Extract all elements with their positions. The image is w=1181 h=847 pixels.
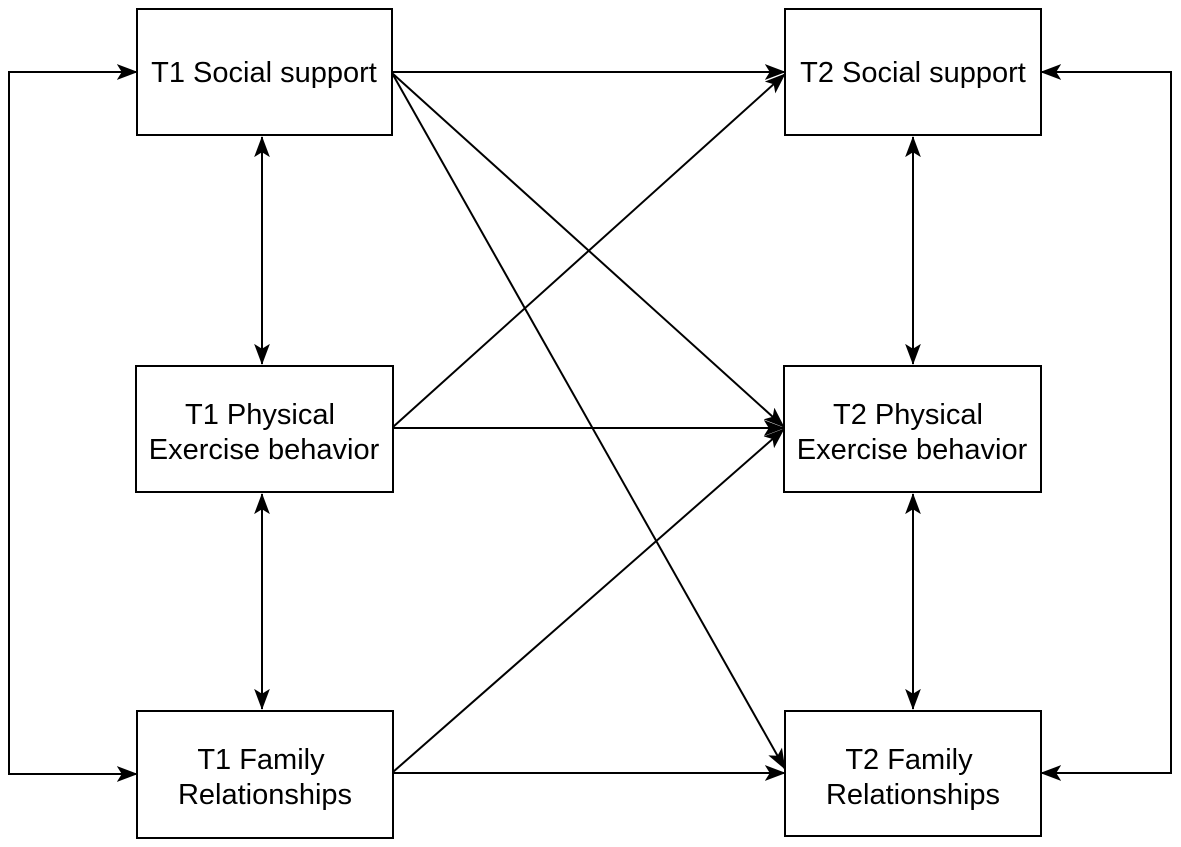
node-t1-physical-exercise: T1 Physical Exercise behavior — [135, 365, 394, 493]
node-t1-family-relationships: T1 Family Relationships — [136, 710, 394, 839]
edge-t1-social-to-t2-physical — [391, 72, 785, 428]
edge-t1-physical-to-t2-social — [392, 73, 786, 428]
node-box — [136, 8, 393, 136]
node-box — [784, 8, 1042, 136]
node-t1-social-support: T1 Social support — [136, 8, 393, 136]
node-label: T2 Social support — [800, 57, 1026, 89]
node-box — [136, 710, 394, 839]
node-box — [784, 710, 1042, 837]
node-label: T2 Family Relationships — [826, 744, 1000, 811]
node-label: T1 Physical Exercise behavior — [149, 399, 380, 466]
edge-corr-t1-social-t1-family-outer-left — [8, 64, 138, 782]
node-box — [783, 365, 1042, 493]
node-t2-social-support: T2 Social support — [784, 8, 1042, 136]
node-t2-physical-exercise: T2 Physical Exercise behavior — [783, 365, 1042, 493]
edge-t1-family-to-t2-physical — [392, 428, 785, 773]
edge-t1-social-to-t2-family — [391, 72, 786, 770]
edge-group — [8, 64, 1172, 782]
edge-corr-t2-social-t2-family-outer-right — [1040, 64, 1172, 781]
node-label: T1 Family Relationships — [178, 744, 352, 811]
node-label: T1 Social support — [151, 57, 377, 89]
node-box — [135, 365, 394, 493]
node-label: T2 Physical Exercise behavior — [797, 399, 1028, 466]
node-t2-family-relationships: T2 Family Relationships — [784, 710, 1042, 837]
